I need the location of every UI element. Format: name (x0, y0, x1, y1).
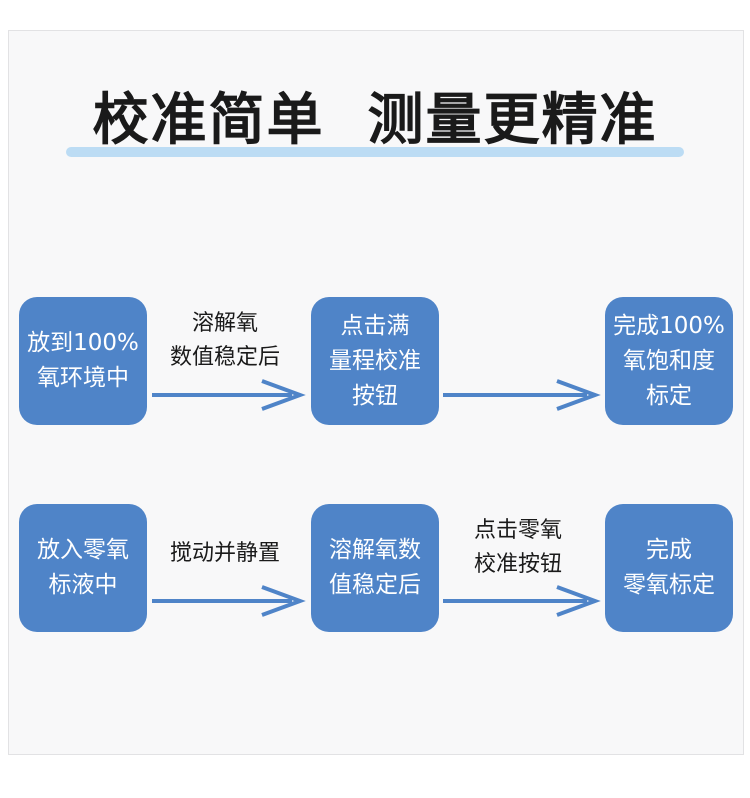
step-line: 标液中 (48, 572, 118, 598)
arrow-right-icon (152, 379, 306, 411)
step-line: 放到100% (27, 330, 139, 356)
arrow-label-press-zero-calibration: 点击零氧 校准按钮 (448, 514, 588, 582)
step-full-saturation-done: 完成100% 氧饱和度 标定 (605, 297, 733, 425)
step-place-in-zero-oxygen: 放入零氧 标液中 (19, 504, 147, 632)
arrow-label-line: 搅动并静置 (169, 541, 280, 566)
arrow-label-wait-stable: 溶解氧 数值稳定后 (155, 307, 295, 375)
title-underline (66, 147, 684, 157)
step-line: 完成100% (613, 312, 725, 339)
step-line: 零氧标定 (623, 572, 715, 598)
arrow-label-line: 校准按钮 (473, 552, 562, 577)
step-line: 标定 (646, 382, 692, 409)
step-line: 点击满 (340, 312, 410, 339)
arrow-label-stir-and-rest: 搅动并静置 (155, 537, 295, 571)
step-line: 完成 (646, 537, 692, 563)
step-line: 按钮 (352, 382, 398, 409)
arrow-right-icon (152, 585, 306, 617)
step-line: 氧饱和度 (623, 347, 715, 374)
step-line: 量程校准 (329, 347, 421, 374)
title-area: 校准简单 测量更精准 (0, 85, 750, 165)
step-line: 值稳定后 (329, 572, 421, 598)
step-wait-stable: 溶解氧数 值稳定后 (311, 504, 439, 632)
arrow-label-line: 点击零氧 (473, 518, 562, 543)
step-line: 溶解氧数 (329, 537, 421, 563)
arrow-label-line: 数值稳定后 (169, 345, 280, 370)
arrow-right-icon (443, 379, 601, 411)
arrow-right-icon (443, 585, 601, 617)
arrow-label-line: 溶解氧 (191, 311, 258, 336)
step-line: 放入零氧 (37, 537, 129, 563)
step-place-in-full-oxygen: 放到100% 氧环境中 (19, 297, 147, 425)
step-press-full-calibration: 点击满 量程校准 按钮 (311, 297, 439, 425)
step-line: 氧环境中 (37, 365, 129, 391)
step-zero-calibration-done: 完成 零氧标定 (605, 504, 733, 632)
page-title: 校准简单 测量更精准 (92, 88, 658, 153)
